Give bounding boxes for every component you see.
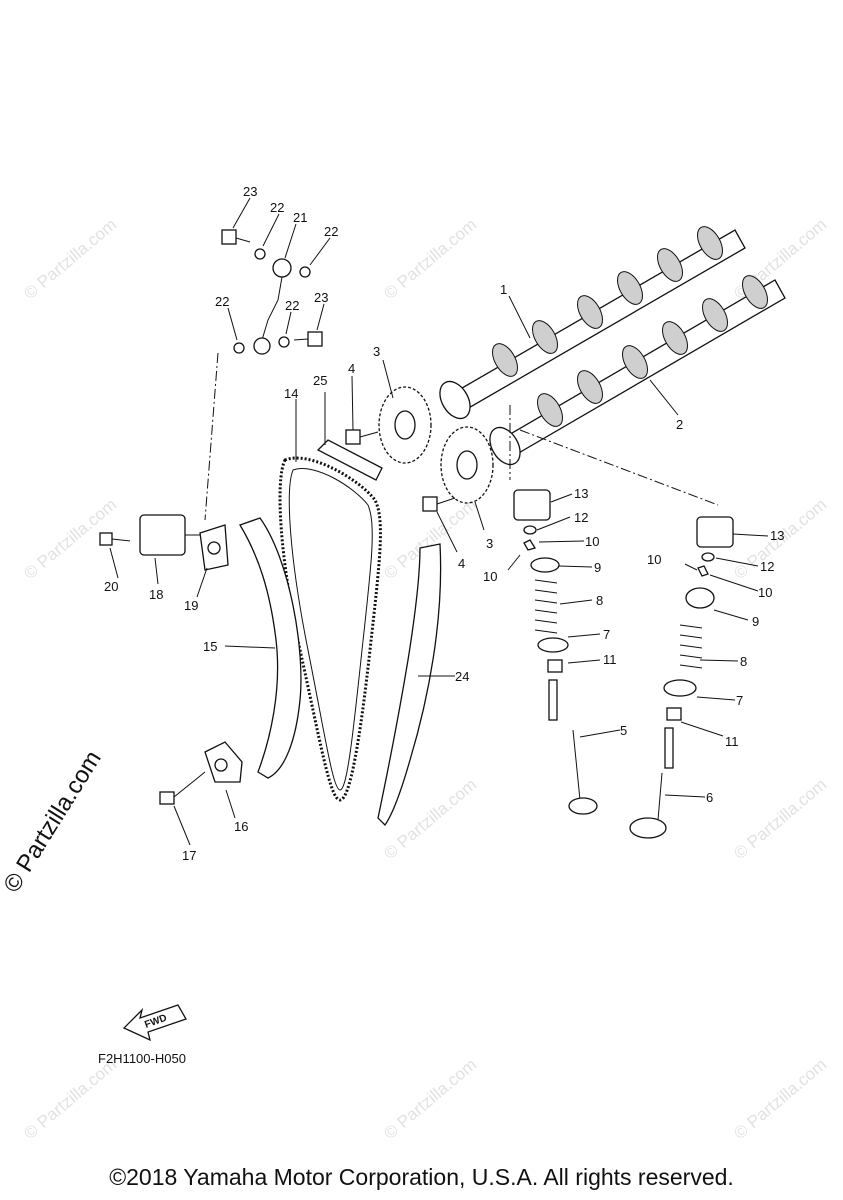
callout-10: 10 — [483, 569, 497, 584]
callout-4: 4 — [348, 361, 355, 376]
callout-14: 14 — [284, 386, 298, 401]
copper-washer — [278, 336, 290, 348]
callout-18: 18 — [149, 587, 163, 602]
union-bolt — [293, 331, 323, 347]
callout-11: 11 — [725, 734, 739, 749]
valve-train-intake — [513, 489, 598, 815]
valve-pad — [523, 525, 537, 535]
upper-chain-guide — [316, 439, 383, 481]
exhaust-valve — [629, 817, 667, 839]
callout-5: 5 — [620, 723, 627, 738]
valve-retainer — [685, 587, 715, 609]
callout-12: 12 — [574, 510, 588, 525]
callout-8: 8 — [596, 593, 603, 608]
callout-15: 15 — [203, 639, 217, 654]
spring-seat — [663, 679, 697, 697]
tensioner-bolt — [99, 532, 131, 546]
callout-13: 13 — [770, 528, 784, 543]
valve-lifter — [513, 489, 551, 521]
leader-lines — [109, 197, 769, 846]
callout-4: 4 — [458, 556, 465, 571]
valve-train-exhaust — [629, 516, 734, 839]
callout-23: 23 — [314, 290, 328, 305]
callout-labels: 1 2 3 3 4 4 5 6 7 7 8 8 9 9 10 10 10 10 … — [104, 184, 784, 863]
valve-seal — [666, 707, 682, 721]
valve-guide — [548, 679, 558, 721]
intake-valve — [568, 797, 598, 815]
oil-delivery-pipe — [253, 258, 292, 355]
valve-cotter — [697, 565, 709, 577]
callout-22: 22 — [324, 224, 338, 239]
camshaft-exhaust — [489, 275, 786, 466]
callout-8: 8 — [740, 654, 747, 669]
valve-pad — [701, 552, 715, 562]
callout-25: 25 — [313, 373, 327, 388]
copper-washer — [254, 248, 266, 260]
callout-10: 10 — [647, 552, 661, 567]
union-bolt — [221, 229, 251, 245]
reference-lines — [204, 352, 719, 521]
chain-guide — [377, 543, 442, 827]
callout-24: 24 — [455, 669, 469, 684]
valve-cotter — [523, 539, 537, 551]
sprocket-bolt — [345, 429, 379, 445]
valve-retainer — [530, 557, 560, 573]
diagram-code: F2H1100-H050 — [98, 1051, 186, 1066]
callout-9: 9 — [752, 614, 759, 629]
callout-16: 16 — [234, 819, 248, 834]
callout-10: 10 — [585, 534, 599, 549]
callout-23: 23 — [243, 184, 257, 199]
callout-3: 3 — [486, 536, 493, 551]
callout-19: 19 — [184, 598, 198, 613]
callout-17: 17 — [182, 848, 196, 863]
callout-2: 2 — [676, 417, 683, 432]
spring-seat — [537, 637, 569, 653]
callout-11: 11 — [603, 652, 617, 667]
copper-washer — [233, 342, 245, 354]
watermark-tile: © Partzilla.com — [20, 1055, 120, 1143]
callout-7: 7 — [603, 627, 610, 642]
fwd-arrow-icon: FWD — [122, 1004, 187, 1042]
callout-6: 6 — [706, 790, 713, 805]
callout-20: 20 — [104, 579, 118, 594]
sprocket-bolt — [422, 496, 456, 512]
callout-3: 3 — [373, 344, 380, 359]
camshaft-intake — [439, 226, 746, 420]
chain-tensioner-guide — [239, 517, 302, 779]
guide-bracket — [204, 741, 243, 783]
cam-sprocket — [440, 426, 494, 504]
watermark-tile: © Partzilla.com — [20, 215, 120, 303]
valve-seal — [547, 659, 563, 673]
callout-1: 1 — [500, 282, 507, 297]
watermark-tile: © Partzilla.com — [730, 775, 830, 863]
cam-chain-tensioner — [139, 514, 205, 556]
callout-22: 22 — [270, 200, 284, 215]
bracket-bolt — [159, 771, 206, 805]
watermark-tile: © Partzilla.com — [730, 1055, 830, 1143]
callout-22: 22 — [285, 298, 299, 313]
callout-9: 9 — [594, 560, 601, 575]
callout-21: 21 — [293, 210, 307, 225]
callout-13: 13 — [574, 486, 588, 501]
tensioner-gasket — [199, 524, 229, 571]
valve-lifter — [696, 516, 734, 548]
callout-10: 10 — [758, 585, 772, 600]
watermark-tile: © Partzilla.com — [380, 215, 480, 303]
copyright-notice: ©2018 Yamaha Motor Corporation, U.S.A. A… — [109, 1164, 734, 1190]
callout-12: 12 — [760, 559, 774, 574]
callout-7: 7 — [736, 693, 743, 708]
callout-22: 22 — [215, 294, 229, 309]
valve-guide — [664, 727, 674, 769]
watermark-tile: © Partzilla.com — [380, 1055, 480, 1143]
copper-washer — [299, 266, 311, 278]
cam-sprocket — [378, 386, 432, 464]
